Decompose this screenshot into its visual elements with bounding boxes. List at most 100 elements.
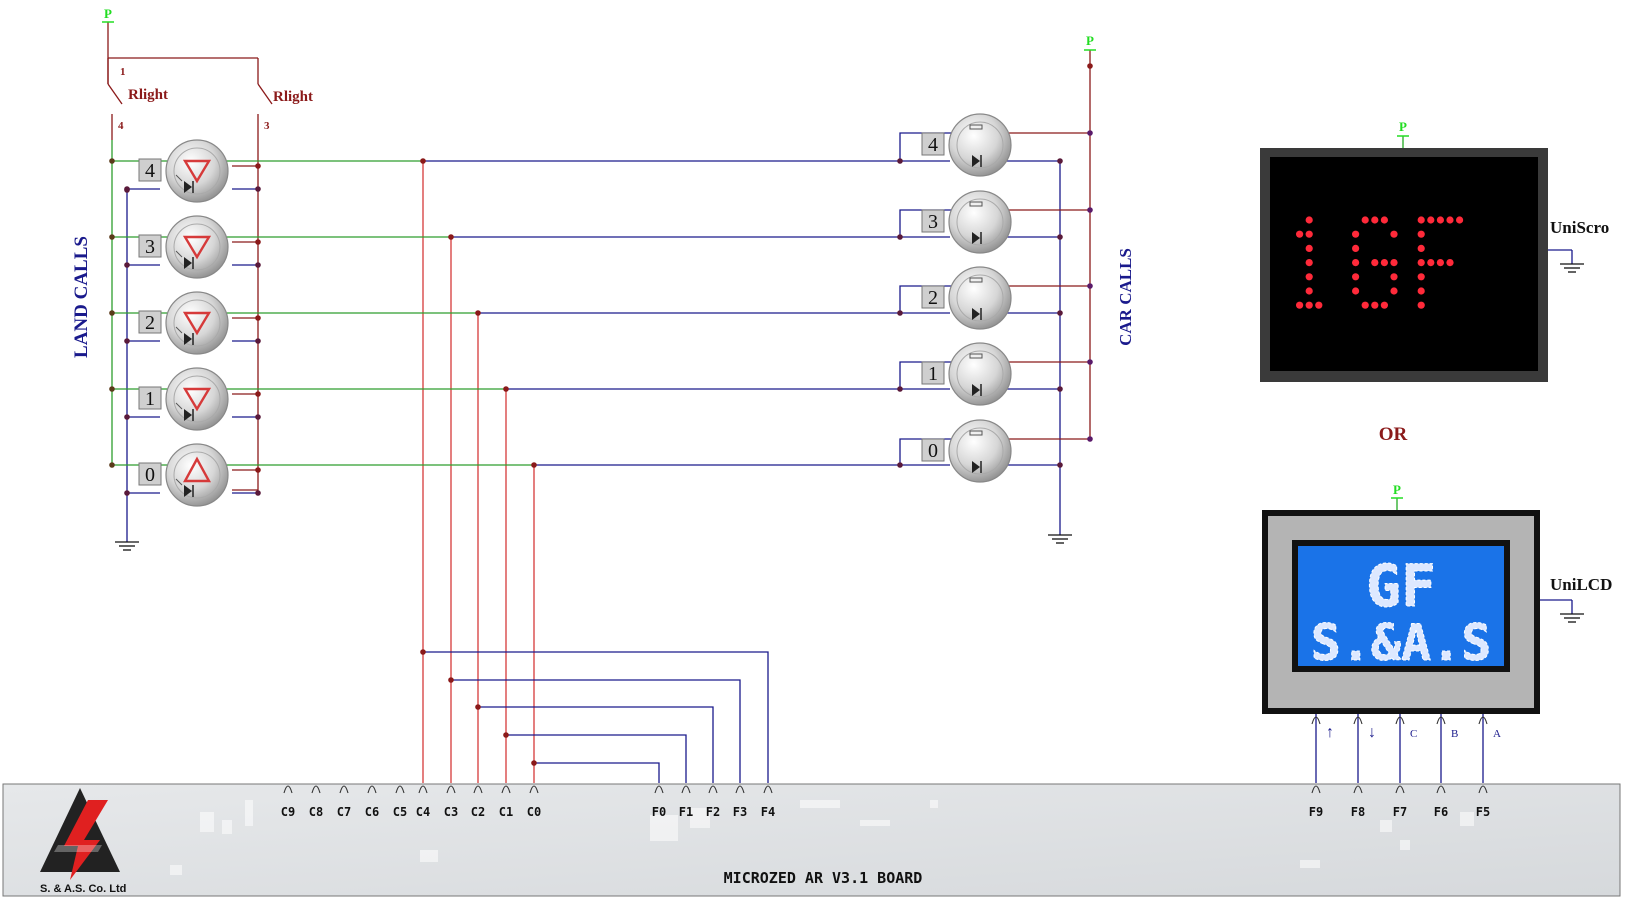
landing-call-buttons: 4 3 2 1 0 (138, 139, 229, 507)
junction-dot (255, 315, 261, 321)
landing-button-0[interactable]: 0 (138, 443, 229, 507)
junction-dot (124, 187, 130, 193)
junction-dot (897, 386, 903, 392)
board-pin-F7[interactable]: F7 (1393, 785, 1407, 819)
uniscroll-label: UniScro (1550, 218, 1609, 237)
junction-dot (1087, 436, 1093, 442)
board-pin-C0[interactable]: C0 (527, 785, 541, 819)
svg-text:P: P (104, 6, 112, 21)
wire (423, 651, 769, 783)
lcd-pin-3: B (1436, 714, 1458, 783)
arrow-down-icon (182, 387, 212, 412)
board-pin-label: F9 (1309, 805, 1323, 819)
car-button-1[interactable]: 1 (921, 342, 1012, 406)
board-pin-C2[interactable]: C2 (471, 785, 485, 819)
unilcd-label: UniLCD (1550, 575, 1612, 594)
lcd-pin-1: ↓ (1353, 714, 1376, 783)
car-button-2[interactable]: 2 (921, 266, 1012, 330)
board-pin-C4[interactable]: C4 (416, 785, 430, 819)
junction-dot (475, 310, 481, 316)
board-pin-C1[interactable]: C1 (499, 785, 513, 819)
board-pin-C9[interactable]: C9 (281, 785, 295, 819)
lcd-pin-label: B (1451, 728, 1458, 740)
board-pin-F6[interactable]: F6 (1434, 785, 1448, 819)
board-pin-label: F6 (1434, 805, 1448, 819)
junction-dot (897, 234, 903, 240)
board-pin-label: F0 (652, 805, 666, 819)
scroll-led (1436, 216, 1444, 224)
junction-dot (897, 158, 903, 164)
relay-label-left: Rlight (128, 87, 168, 103)
junction-dot (531, 760, 537, 766)
board-pin-label: C5 (393, 805, 407, 819)
board-pin-label: C2 (471, 805, 485, 819)
board-pin-label: C1 (499, 805, 513, 819)
scroll-led (1417, 287, 1425, 295)
scroll-led (1380, 259, 1388, 267)
junction-dot (124, 338, 130, 344)
board-pin-F2[interactable]: F2 (706, 785, 720, 819)
scroll-led (1417, 244, 1425, 252)
junction-dot (255, 163, 261, 169)
junction-dot (124, 490, 130, 496)
uniscroll-display: P UniScro (1260, 119, 1609, 382)
car-button-4[interactable]: 4 (921, 113, 1012, 177)
scroll-led (1380, 216, 1388, 224)
scroll-led (1361, 216, 1369, 224)
scroll-led (1305, 301, 1313, 309)
landing-button-2[interactable]: 2 (138, 291, 229, 355)
scroll-led (1456, 216, 1464, 224)
scroll-led (1427, 216, 1435, 224)
board-pin-label: C3 (444, 805, 458, 819)
car-button-0[interactable]: 0 (921, 419, 1012, 483)
landing-button-1[interactable]: 1 (138, 367, 229, 431)
relay-rlight: Rlight Rlight 1 4 3 (107, 57, 313, 140)
junction-dot (255, 391, 261, 397)
board-pin-label: C8 (309, 805, 323, 819)
board-pin-C6[interactable]: C6 (365, 785, 379, 819)
board-pin-label: F3 (733, 805, 747, 819)
landing-button-3[interactable]: 3 (138, 215, 229, 279)
board-pin-F4[interactable]: F4 (761, 785, 775, 819)
junction-dot (1057, 386, 1063, 392)
scroll-dot-matrix (1296, 216, 1464, 309)
car-call-buttons: 4 3 2 1 0 (921, 113, 1012, 483)
board-pin-C8[interactable]: C8 (309, 785, 323, 819)
scroll-led (1417, 216, 1425, 224)
board-pin-label: F1 (679, 805, 693, 819)
board-pin-C7[interactable]: C7 (337, 785, 351, 819)
arrow-down-icon (182, 311, 212, 336)
power-symbol-landing: P (102, 6, 114, 58)
svg-text:P: P (1086, 33, 1094, 48)
board-pin-F8[interactable]: F8 (1351, 785, 1365, 819)
junction-dot (1057, 310, 1063, 316)
landing-button-4[interactable]: 4 (138, 139, 229, 203)
scroll-led (1305, 216, 1313, 224)
car-button-3[interactable]: 3 (921, 190, 1012, 254)
scroll-led (1446, 259, 1454, 267)
wire (506, 734, 687, 783)
board-pin-C3[interactable]: C3 (444, 785, 458, 819)
board-pin-F9[interactable]: F9 (1309, 785, 1323, 819)
wire (478, 706, 714, 783)
board-pin-F3[interactable]: F3 (733, 785, 747, 819)
board-pin-F1[interactable]: F1 (679, 785, 693, 819)
board-pin-C5[interactable]: C5 (393, 785, 407, 819)
lcd-pin-label: A (1493, 728, 1501, 740)
power-symbol-car: P (1084, 33, 1096, 66)
junction-dot (1087, 283, 1093, 289)
car-floor-label: 3 (928, 211, 938, 233)
board-pin-F0[interactable]: F0 (652, 785, 666, 819)
scroll-led (1296, 230, 1304, 238)
wire (451, 679, 741, 783)
junction-dot (255, 490, 261, 496)
wire (232, 140, 259, 491)
lcd-pin-label: ↑ (1326, 724, 1334, 741)
lcd-pin-label: C (1410, 728, 1417, 740)
junction-dot (1087, 130, 1093, 136)
junction-dot (420, 158, 426, 164)
board-pin-F5[interactable]: F5 (1476, 785, 1490, 819)
scroll-led (1305, 273, 1313, 281)
junction-dot (503, 386, 509, 392)
